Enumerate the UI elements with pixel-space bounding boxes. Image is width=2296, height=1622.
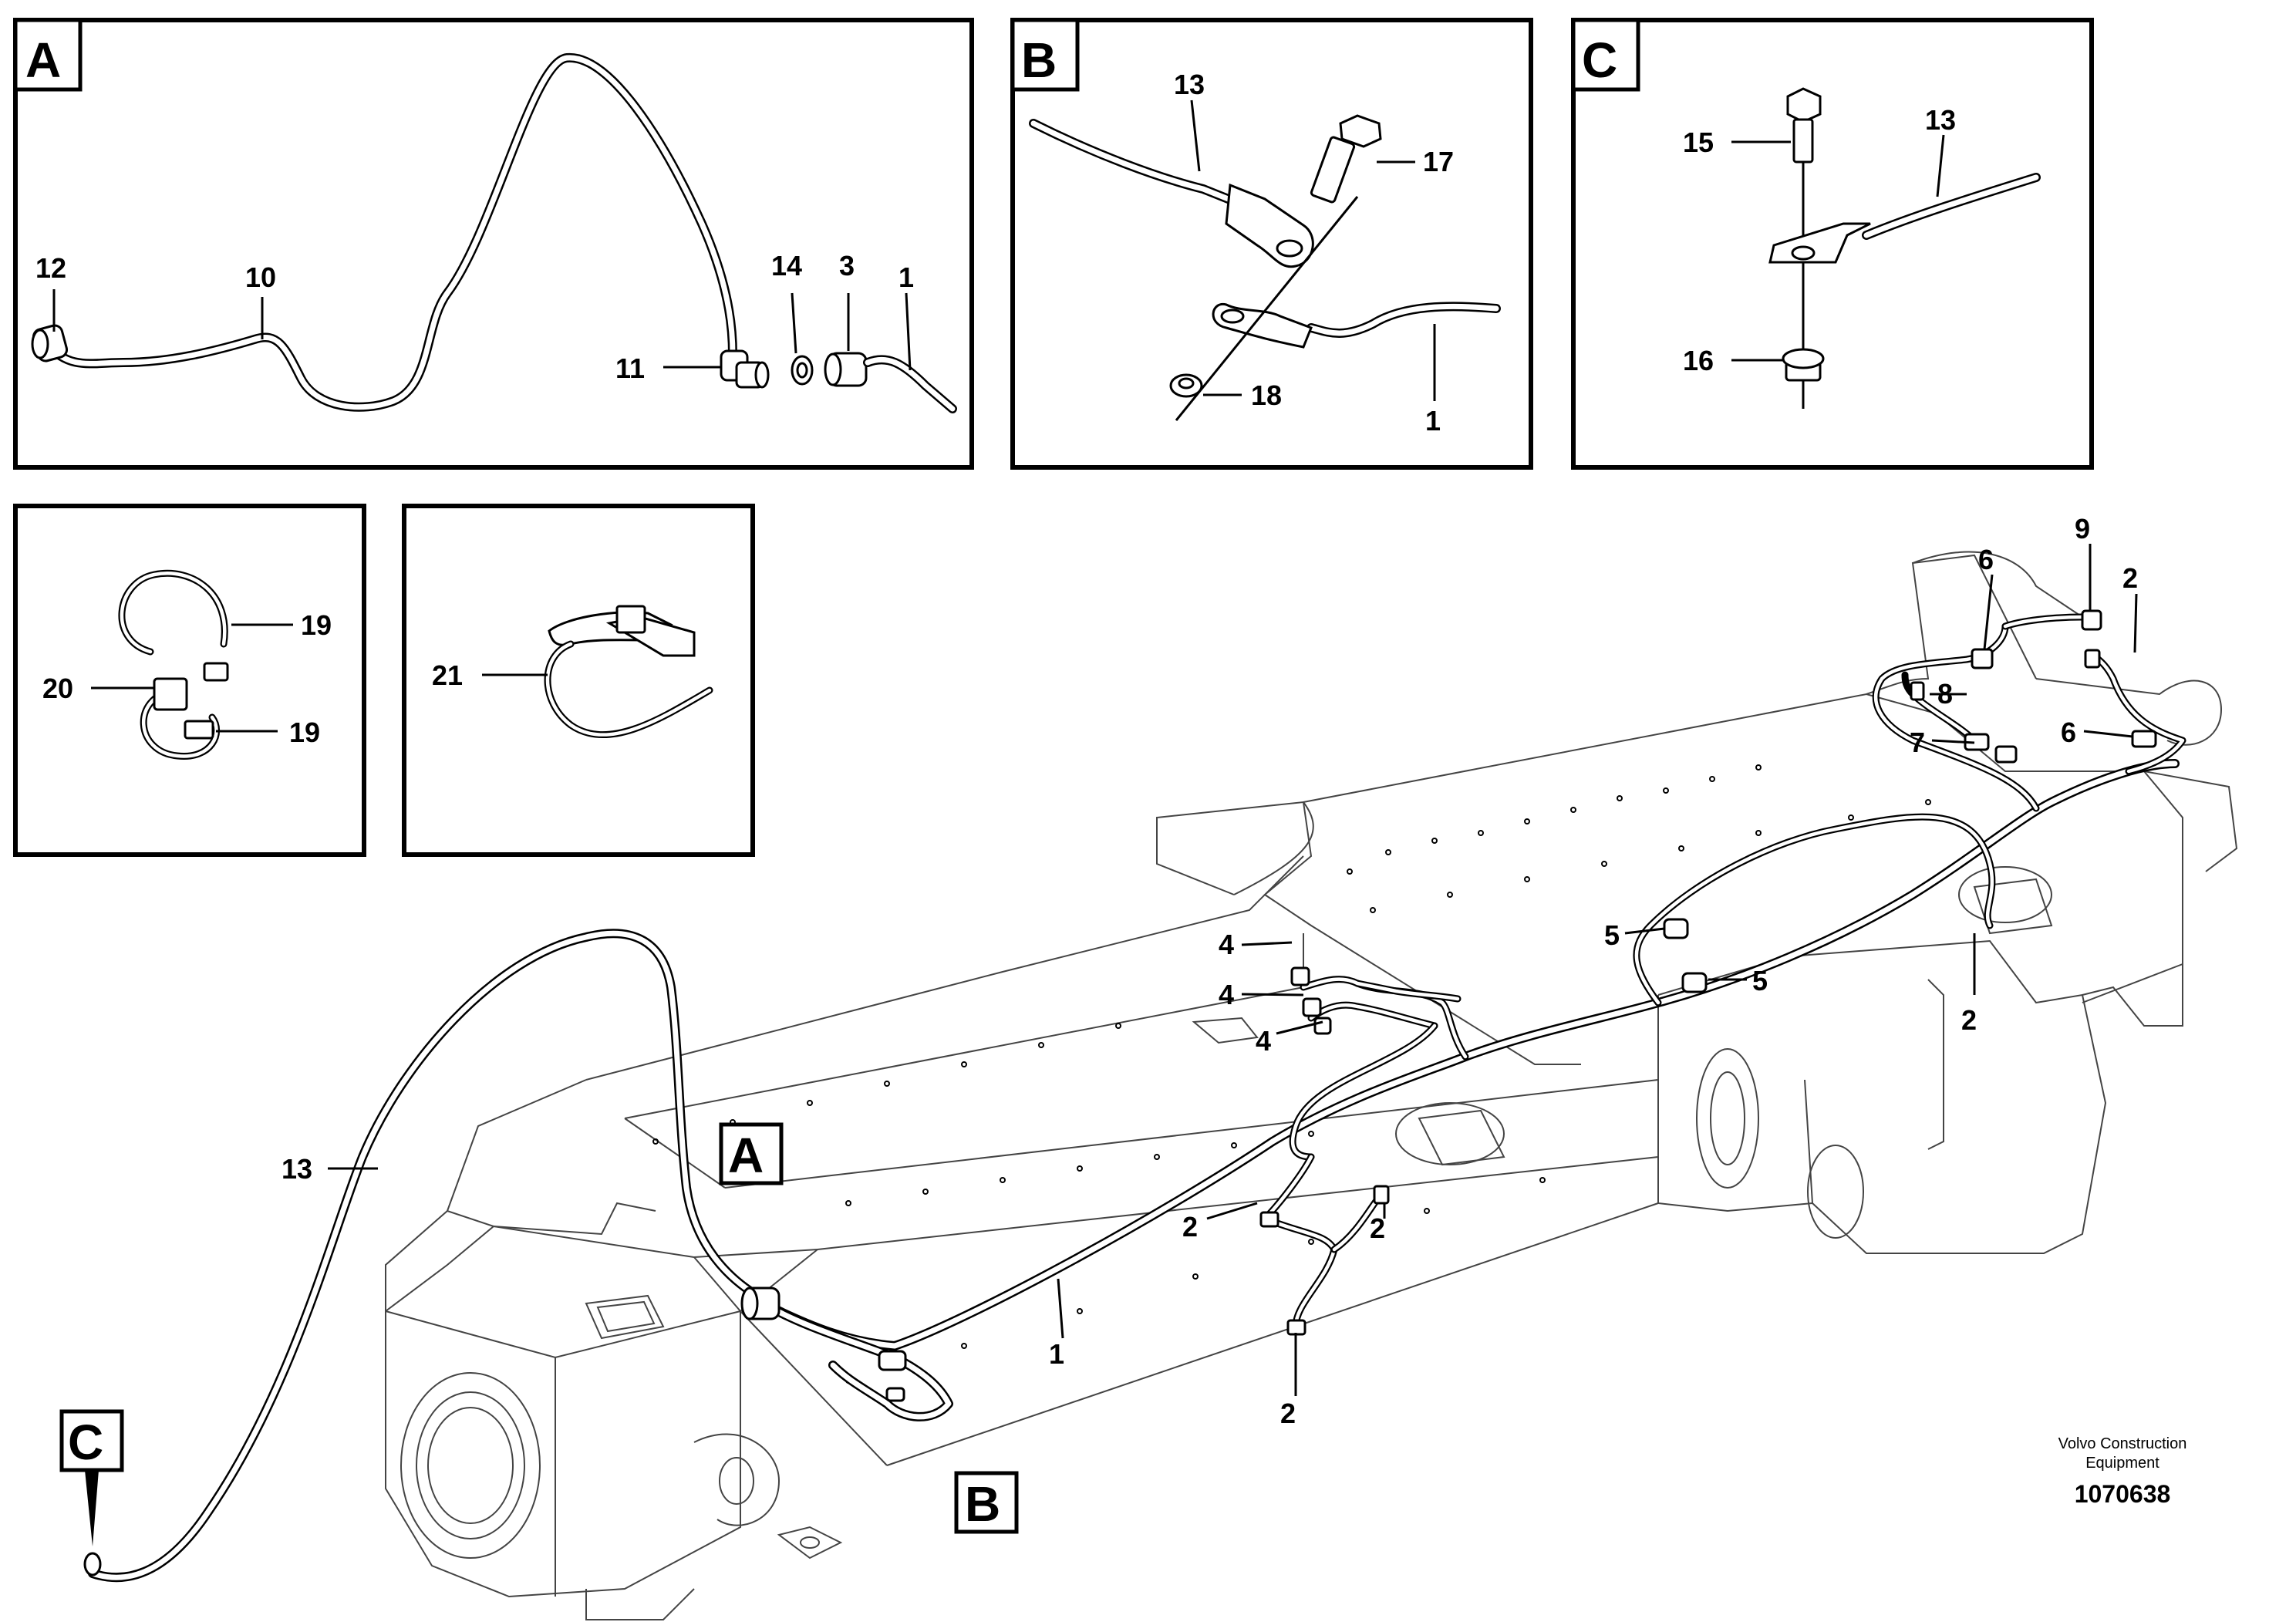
label-19-bottom: 19 — [289, 717, 320, 748]
label-6-right: 6 — [2061, 717, 2076, 748]
label-8: 8 — [1937, 678, 1953, 710]
label-13-c: 13 — [1925, 104, 1956, 136]
label-2-bottom: 2 — [1280, 1398, 1296, 1429]
credit-block: Volvo Construction Equipment 1070638 — [2058, 1435, 2187, 1508]
label-1-main: 1 — [1049, 1338, 1064, 1370]
label-11: 11 — [615, 352, 645, 384]
label-10: 10 — [245, 261, 276, 293]
main-leaders — [328, 544, 2138, 1396]
label-2-top-right: 2 — [2122, 562, 2138, 594]
label-7: 7 — [1910, 727, 1925, 758]
callout-tag-b: B — [965, 1476, 1000, 1532]
detail-view-strap: 21 — [402, 504, 755, 857]
label-16: 16 — [1683, 345, 1714, 376]
label-12: 12 — [35, 252, 66, 284]
label-3: 3 — [839, 250, 855, 282]
label-18: 18 — [1251, 379, 1282, 411]
clamp-20 — [153, 677, 188, 711]
label-5-upper: 5 — [1604, 919, 1620, 951]
label-13-main: 13 — [282, 1153, 312, 1185]
document-number: 1070638 — [2075, 1480, 2171, 1508]
nut-18 — [1169, 373, 1203, 398]
detail-tag-a: A — [25, 32, 61, 88]
nut-16 — [1782, 348, 1825, 382]
label-2-center-right: 2 — [1370, 1212, 1385, 1244]
detail-view-b: B 13 17 18 1 — [1010, 18, 1533, 470]
wiring-harness — [83, 609, 2186, 1583]
label-4-bottom: 4 — [1256, 1025, 1271, 1057]
label-15: 15 — [1683, 126, 1714, 158]
fitting-12 — [31, 324, 69, 363]
callout-tag-c: C — [68, 1415, 103, 1470]
detail-view-a: A 12 — [13, 18, 974, 470]
elbow-fitting-11 — [720, 349, 770, 389]
credit-line-2: Equipment — [2085, 1455, 2159, 1472]
detail-tag-c: C — [1582, 32, 1617, 88]
label-21: 21 — [432, 659, 463, 691]
label-5-lower: 5 — [1752, 965, 1768, 996]
label-2-center-left: 2 — [1182, 1211, 1198, 1243]
label-6-top: 6 — [1978, 544, 1994, 575]
connector-9 — [2081, 609, 2102, 631]
detail-tag-b: B — [1021, 32, 1057, 88]
label-4-top: 4 — [1219, 929, 1234, 960]
label-4-middle: 4 — [1219, 979, 1234, 1010]
label-19-top: 19 — [301, 609, 332, 641]
label-9: 9 — [2075, 513, 2090, 545]
label-17: 17 — [1423, 146, 1454, 177]
washer-14 — [791, 355, 814, 386]
bolt-17 — [1310, 114, 1382, 204]
callout-b: B — [954, 1471, 1019, 1534]
label-14: 14 — [771, 250, 802, 282]
label-2-right: 2 — [1961, 1004, 1977, 1036]
frame-holes — [652, 764, 1931, 1384]
detail-view-c: C 15 13 16 — [1571, 18, 2094, 470]
callout-tag-a: A — [728, 1128, 764, 1183]
label-13-b: 13 — [1174, 69, 1205, 100]
label-1: 1 — [899, 261, 914, 293]
main-labels: 9 6 2 8 7 6 5 5 2 4 4 4 13 2 2 1 2 — [282, 513, 2138, 1429]
coupling-3 — [824, 352, 868, 387]
callout-c: C — [59, 1409, 124, 1546]
callout-a: A — [719, 1122, 784, 1185]
label-20: 20 — [42, 673, 73, 704]
detail-view-clamp: 19 20 19 — [13, 504, 366, 857]
label-1-b: 1 — [1425, 405, 1441, 437]
credit-line-1: Volvo Construction — [2058, 1435, 2187, 1452]
